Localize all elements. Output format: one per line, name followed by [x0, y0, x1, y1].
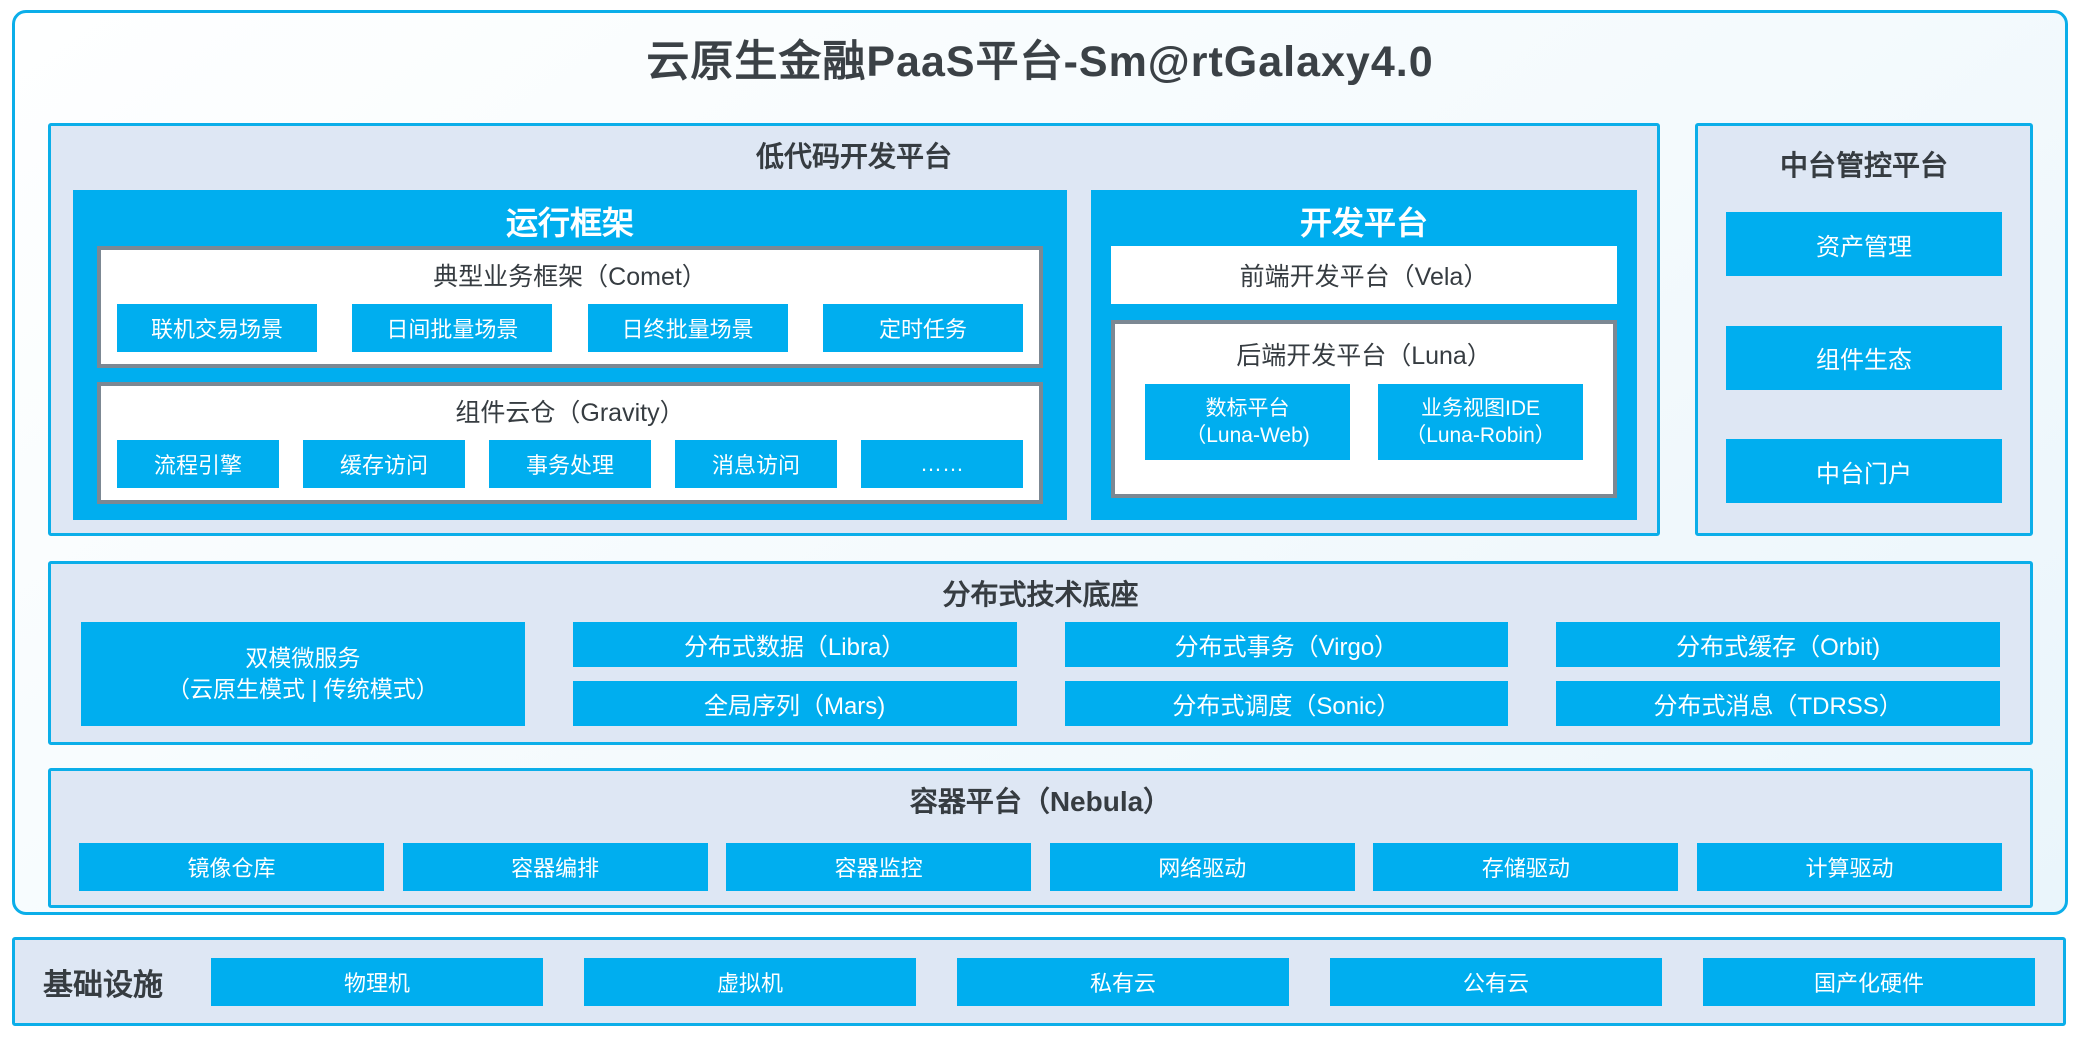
dual-mode-line2: （云原生模式 | 传统模式）	[166, 676, 439, 702]
luna-item-0-line2: （Luna-Web)	[1185, 424, 1310, 447]
dist-item-virgo: 分布式事务（Virgo）	[1064, 622, 1509, 667]
comet-title: 典型业务框架（Comet）	[433, 263, 707, 291]
panel-dev-platform: 开发平台 前端开发平台（Vela） 后端开发平台（Luna） 数标平台 （Lun…	[1091, 190, 1637, 520]
luna-title: 后端开发平台（Luna）	[1236, 342, 1492, 370]
dual-mode-node: 双模微服务 （云原生模式 | 传统模式）	[81, 622, 525, 726]
gravity-item-ellipsis: ……	[861, 440, 1023, 488]
box-gravity: 组件云仓（Gravity） 流程引擎 缓存访问 事务处理 消息访问 ……	[97, 382, 1043, 504]
comet-item-1: 日间批量场景	[352, 304, 553, 352]
infra-item-0: 物理机	[211, 957, 543, 1006]
dist-item-orbit: 分布式缓存（Orbit)	[1556, 622, 2000, 667]
dist-item-libra: 分布式数据（Libra）	[572, 622, 1017, 667]
infra-item-4: 国产化硬件	[1703, 957, 2035, 1006]
luna-item-0-line1: 数标平台	[1205, 396, 1290, 420]
main-frame: 云原生金融PaaS平台-Sm@rtGalaxy4.0 低代码开发平台 运行框架 …	[12, 10, 2068, 915]
dual-mode-line1: 双模微服务	[245, 644, 361, 671]
infra-item-3: 公有云	[1330, 957, 1662, 1006]
gravity-item-2: 事务处理	[489, 440, 651, 488]
infrastructure-title: 基础设施	[43, 968, 163, 1002]
mid-platform-column: 资产管理 组件生态 中台门户	[1726, 212, 2002, 503]
mid-platform-title: 中台管控平台	[1779, 150, 1948, 181]
dev-title: 开发平台	[1299, 205, 1428, 241]
container-platform-title: 容器平台（Nebula）	[909, 786, 1172, 817]
panel-container-platform: 容器平台（Nebula） 镜像仓库 容器编排 容器监控 网络驱动 存储驱动 计算…	[48, 768, 2033, 908]
infra-item-2: 私有云	[957, 957, 1289, 1006]
distributed-title: 分布式技术底座	[942, 579, 1139, 610]
mid-item-0: 资产管理	[1726, 212, 2002, 276]
container-node-row: 镜像仓库 容器编排 容器监控 网络驱动 存储驱动 计算驱动	[79, 843, 2002, 891]
distributed-col-2: 分布式事务（Virgo） 分布式调度（Sonic）	[1064, 622, 1509, 726]
container-item-5: 计算驱动	[1696, 843, 2002, 891]
gravity-title: 组件云仓（Gravity）	[455, 399, 685, 427]
runtime-title: 运行框架	[505, 205, 634, 241]
box-luna: 后端开发平台（Luna） 数标平台 （Luna-Web) 业务视图IDE （Lu…	[1111, 320, 1617, 498]
infra-item-1: 虚拟机	[584, 957, 916, 1006]
comet-item-3: 定时任务	[822, 304, 1023, 352]
container-item-4: 存储驱动	[1373, 843, 1679, 891]
gravity-node-row: 流程引擎 缓存访问 事务处理 消息访问 ……	[117, 440, 1023, 488]
luna-item-1-line2: （Luna-Robin）	[1405, 424, 1556, 447]
panel-distributed-base: 分布式技术底座 双模微服务 （云原生模式 | 传统模式） 分布式数据（Libra…	[48, 561, 2033, 745]
gravity-item-1: 缓存访问	[303, 440, 465, 488]
panel-low-code: 低代码开发平台 运行框架 典型业务框架（Comet） 联机交易场景 日间批量场景…	[48, 123, 1660, 536]
page-title: 云原生金融PaaS平台-Sm@rtGalaxy4.0	[646, 38, 1434, 86]
dist-item-sonic: 分布式调度（Sonic）	[1064, 681, 1509, 726]
dist-item-tdrss: 分布式消息（TDRSS）	[1556, 681, 2000, 726]
distributed-col-3: 分布式缓存（Orbit) 分布式消息（TDRSS）	[1556, 622, 2000, 726]
infrastructure-node-row: 物理机 虚拟机 私有云 公有云 国产化硬件	[211, 957, 2035, 1006]
gravity-item-3: 消息访问	[675, 440, 837, 488]
luna-node-row: 数标平台 （Luna-Web) 业务视图IDE （Luna-Robin）	[1115, 384, 1613, 460]
distributed-col-1: 分布式数据（Libra） 全局序列（Mars)	[572, 622, 1017, 726]
box-vela: 前端开发平台（Vela）	[1111, 246, 1617, 304]
luna-item-1: 业务视图IDE （Luna-Robin）	[1378, 384, 1583, 460]
luna-item-1-line1: 业务视图IDE	[1420, 396, 1540, 420]
distributed-col-dual-mode: 双模微服务 （云原生模式 | 传统模式）	[81, 622, 525, 726]
comet-node-row: 联机交易场景 日间批量场景 日终批量场景 定时任务	[117, 304, 1023, 352]
luna-item-0: 数标平台 （Luna-Web)	[1145, 384, 1350, 460]
mid-item-1: 组件生态	[1726, 325, 2002, 390]
gravity-item-0: 流程引擎	[117, 440, 279, 488]
container-item-0: 镜像仓库	[79, 843, 384, 891]
container-item-1: 容器编排	[402, 843, 708, 891]
distributed-grid: 双模微服务 （云原生模式 | 传统模式） 分布式数据（Libra） 全局序列（M…	[81, 622, 2000, 726]
comet-item-0: 联机交易场景	[117, 304, 317, 352]
container-item-3: 网络驱动	[1049, 843, 1355, 891]
panel-infrastructure: 基础设施 物理机 虚拟机 私有云 公有云 国产化硬件	[12, 937, 2066, 1026]
comet-item-2: 日终批量场景	[587, 304, 788, 352]
low-code-title: 低代码开发平台	[755, 141, 952, 172]
panel-mid-platform: 中台管控平台 资产管理 组件生态 中台门户	[1695, 123, 2033, 536]
mid-item-2: 中台门户	[1726, 439, 2002, 503]
panel-runtime-framework: 运行框架 典型业务框架（Comet） 联机交易场景 日间批量场景 日终批量场景 …	[73, 190, 1067, 520]
box-comet: 典型业务框架（Comet） 联机交易场景 日间批量场景 日终批量场景 定时任务	[97, 246, 1043, 368]
container-item-2: 容器监控	[726, 843, 1032, 891]
dist-item-mars: 全局序列（Mars)	[572, 681, 1017, 726]
